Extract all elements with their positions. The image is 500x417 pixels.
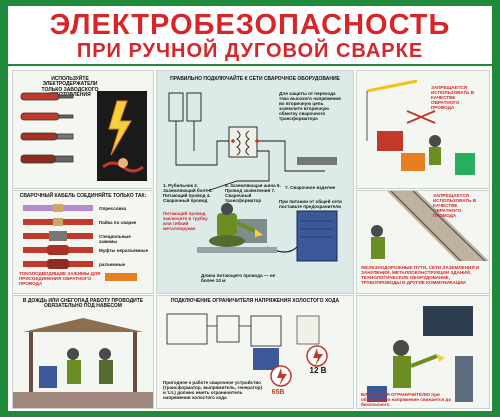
electrode-holders-illustration <box>20 91 147 181</box>
panel-rails: ЗАПРЕЩАЕТСЯ ИСПОЛЬЗОВАТЬ В КАЧЕСТВЕ ОБРА… <box>356 190 490 294</box>
limiter-diagram <box>166 313 328 387</box>
connection-legend-mid: 5. Заземляющая шина 6. Провод заземления… <box>225 183 281 203</box>
connection-legend-left: 1. Рубильник 2. Заземляющий болт 3. Пита… <box>163 183 213 203</box>
welder-illustration <box>367 306 473 402</box>
panel-limiter: ПОДКЛЮЧЕНИЕ ОГРАНИЧИТЕЛЯ НАПРЯЖЕНИЯ ХОЛО… <box>156 295 354 409</box>
panel-cable-connection: СВАРОЧНЫЙ КАБЕЛЬ СОЕДИНЯЙТЕ ТОЛЬКО ТАК: … <box>12 190 154 294</box>
welder-caption: БЛАГОДАРЯ ОГРАНИЧИТЕЛЮ при обрыве дуги н… <box>361 392 452 407</box>
cable-caption: СВАРОЧНЫЙ КАБЕЛЬ СОЕДИНЯЙТЕ ТОЛЬКО ТАК: <box>19 193 147 199</box>
connection-caption: ПРАВИЛЬНО ПОДКЛЮЧАЙТЕ К СЕТИ СВАРОЧНОЕ О… <box>170 76 340 82</box>
connection-bottom-left: Питающий провод заключите в трубку или г… <box>163 211 208 231</box>
limiter-note: Пригодное к работе сварочное устройство … <box>163 380 262 400</box>
title-bar: ЭЛЕКТРОБЕЗОПАСНОСТЬ ПРИ РУЧНОЙ ДУГОВОЙ С… <box>8 6 492 64</box>
poster-body: ИСПОЛЬЗУЙТЕ ЭЛЕКТРОДЕРЖАТЕЛИ ТОЛЬКО ЗАВО… <box>8 66 492 411</box>
poster-subtitle: ПРИ РУЧНОЙ ДУГОВОЙ СВАРКЕ <box>76 40 424 62</box>
cable-item-3: Специальные зажимы <box>99 234 131 244</box>
cable-item-2: Пайка по сварке <box>99 220 137 225</box>
rails-caption: ЗАПРЕЩАЕТСЯ ИСПОЛЬЗОВАТЬ В КАЧЕСТВЕ ОБРА… <box>433 193 477 218</box>
connection-bottom-right: Длина питающего провода — не более 10 м <box>201 273 276 283</box>
connection-note-right: Для защиты от перехода тока высокого нап… <box>279 91 341 121</box>
poster-title: ЭЛЕКТРОБЕЗОПАСНОСТЬ <box>49 9 451 41</box>
rain-caption: В ДОЖДЬ ИЛИ СНЕГОПАД РАБОТУ ПРОВОДИТЕ ОБ… <box>22 298 144 310</box>
rain-illustration <box>13 318 153 408</box>
crane-caption: ЗАПРЕЩАЕТСЯ ИСПОЛЬЗОВАТЬ В КАЧЕСТВЕ ОБРА… <box>431 85 475 110</box>
rails-illustration <box>371 191 489 262</box>
connection-protect-note: При питании от общей сети поставьте пред… <box>279 199 342 209</box>
panel-electrode-holders: ИСПОЛЬЗУЙТЕ ЭЛЕКТРОДЕРЖАТЕЛИ ТОЛЬКО ЗАВО… <box>12 70 154 189</box>
cable-item-5: разъемные <box>99 262 126 267</box>
panel-crane: ЗАПРЕЩАЕТСЯ ИСПОЛЬЗОВАТЬ В КАЧЕСТВЕ ОБРА… <box>356 70 490 189</box>
panel-connection: ПРАВИЛЬНО ПОДКЛЮЧАЙТЕ К СЕТИ СВАРОЧНОЕ О… <box>156 70 354 294</box>
cable-item-4: Муфты неразъемные <box>99 248 149 253</box>
panel-welder: БЛАГОДАРЯ ОГРАНИЧИТЕЛЮ при обрыве дуги н… <box>356 295 490 409</box>
limiter-caption: ПОДКЛЮЧЕНИЕ ОГРАНИЧИТЕЛЯ НАПРЯЖЕНИЯ ХОЛО… <box>170 298 340 304</box>
connection-legend-label: 7. Сварочное изделие <box>285 185 336 190</box>
limiter-volt-12: 12 В <box>309 366 327 375</box>
cable-bottom: ТОКОПОДВОДЯЩИЕ ЗАЖИМЫ ДЛЯ ПРИСОЕДИНЕНИЯ … <box>19 271 101 286</box>
panel-rain-shelter: В ДОЖДЬ ИЛИ СНЕГОПАД РАБОТУ ПРОВОДИТЕ ОБ… <box>12 295 154 409</box>
rails-bottom-note: ЖЕЛЕЗНОДОРОЖНЫЕ ПУТИ, СЕТИ ЗАЗЕМЛЕНИЯ И … <box>361 265 480 285</box>
limiter-volt-65: 65В <box>271 389 285 396</box>
cable-illustration <box>23 204 137 281</box>
cable-item-1: Опрессовка <box>99 206 127 211</box>
connection-diagram <box>168 92 338 262</box>
crane-illustration <box>366 79 475 175</box>
